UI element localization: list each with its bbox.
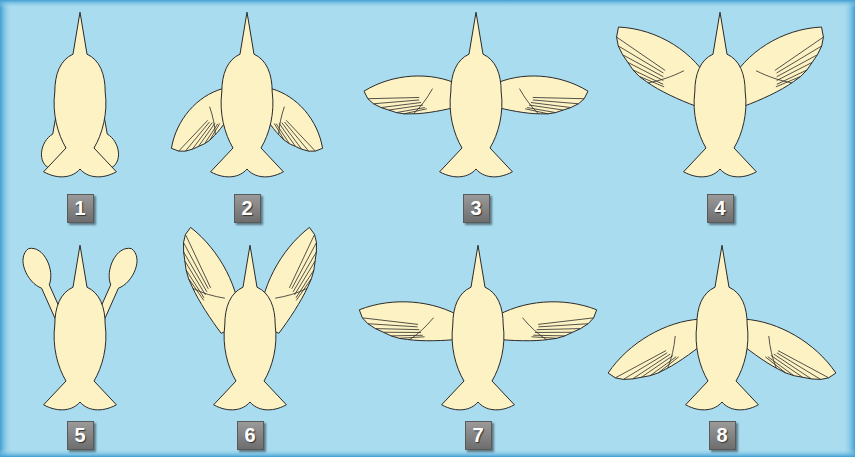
- callout-number-box: 3: [463, 194, 490, 223]
- callout-number-box: 2: [234, 194, 261, 223]
- callout-number: 2: [241, 198, 252, 218]
- callout-number: 4: [714, 198, 725, 218]
- callout-number-box: 1: [67, 194, 94, 223]
- callout-number-box: 8: [709, 421, 736, 450]
- callout-number-box: 6: [237, 421, 264, 450]
- callout-number: 8: [716, 425, 727, 445]
- callout-number-box: 7: [465, 421, 492, 450]
- callout-number: 3: [470, 198, 481, 218]
- callout-number: 5: [74, 425, 85, 445]
- callout-number: 6: [244, 425, 255, 445]
- callout-number-box: 5: [67, 421, 94, 450]
- callout-number-box: 4: [707, 194, 734, 223]
- callout-number: 7: [472, 425, 483, 445]
- callout-number: 1: [74, 198, 85, 218]
